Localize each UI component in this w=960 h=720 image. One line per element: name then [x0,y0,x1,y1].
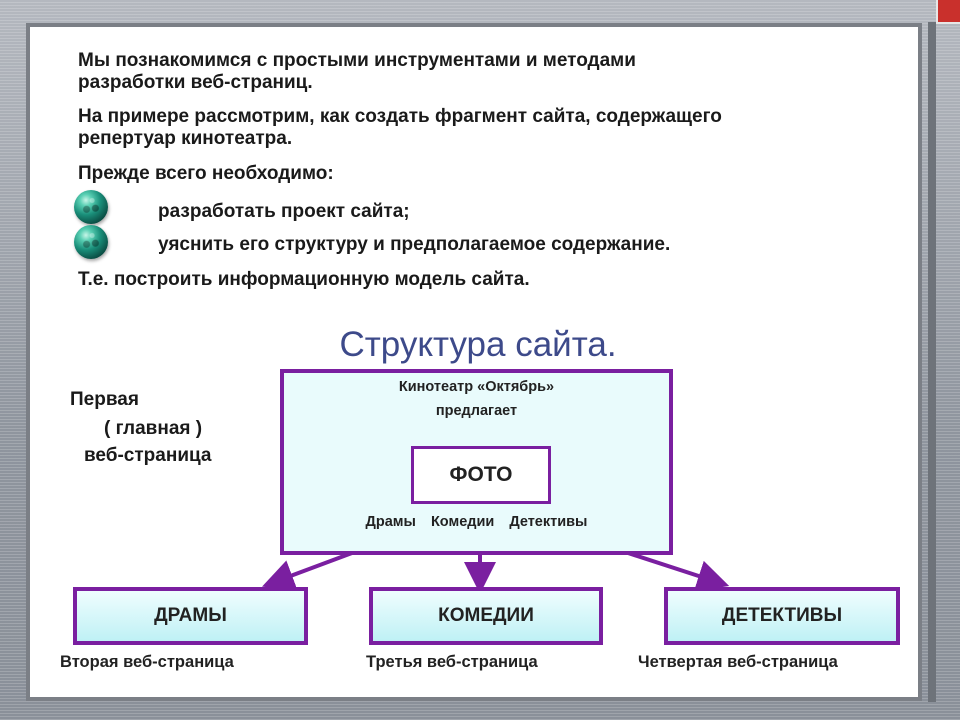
fourth-page-caption: Четвертая веб-страница [638,653,838,671]
corner-accent [936,0,960,24]
intro-line-1: Мы познакомимся с простыми инструментами… [78,50,636,71]
photo-placeholder: ФОТО [411,446,551,504]
gem-bullet-icon [74,190,108,224]
first-page-label-3: веб-страница [84,445,212,466]
comedies-page-box: КОМЕДИИ [369,587,603,645]
detectives-page-box: ДЕТЕКТИВЫ [664,587,900,645]
link-comedies[interactable]: Комедии [430,514,495,530]
intro-line-3: На примере рассмотрим, как создать фрагм… [78,106,722,127]
intro-line-4: репертуар кинотеатра. [78,128,293,149]
slide: Мы познакомимся с простыми инструментами… [26,23,922,701]
structure-title: Структура сайта. [339,325,617,364]
cinema-name: Кинотеатр «Октябрь» [398,379,555,395]
link-detectives[interactable]: Детективы [509,514,588,530]
intro-line-6: Т.е. построить информационную модель сай… [78,269,530,290]
offers-text: предлагает [435,403,518,419]
bullet-text-1: разработать проект сайта; [158,201,410,222]
gem-bullet-icon [74,225,108,259]
connector-arrows [262,551,730,594]
arrow-to-dramas [262,551,353,591]
first-page-label-1: Первая [70,389,139,410]
intro-line-5: Прежде всего необходимо: [78,163,334,184]
third-page-caption: Третья веб-страница [366,653,538,671]
arrow-to-detectives [627,551,730,592]
genre-links: Драмы Комедии Детективы [284,514,669,530]
bullet-text-2: уяснить его структуру и предполагаемое с… [158,234,671,255]
link-dramas[interactable]: Драмы [365,514,416,530]
slide-shadow [928,22,936,702]
intro-line-2: разработки веб-страниц. [78,72,313,93]
home-page-box: Кинотеатр «Октябрь» предлагает ФОТО Драм… [280,369,673,555]
dramas-page-box: ДРАМЫ [73,587,308,645]
second-page-caption: Вторая веб-страница [60,653,234,671]
first-page-label-2: ( главная ) [104,418,203,439]
